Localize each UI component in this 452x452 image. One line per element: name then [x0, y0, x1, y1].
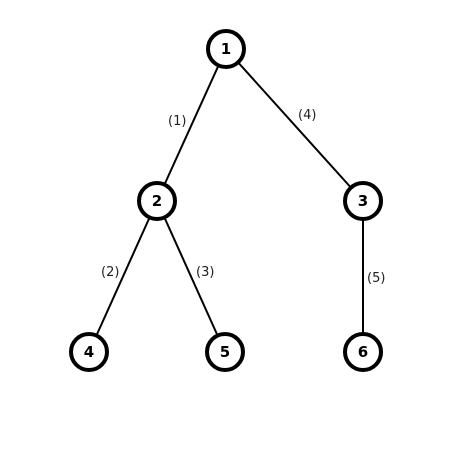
edge-label-5: (5) [367, 271, 385, 286]
node-5-label: 5 [220, 343, 230, 361]
node-4-circle [69, 332, 109, 372]
node-3-circle [343, 181, 383, 221]
edge-2-5 [156, 200, 226, 353]
node-1-label: 1 [221, 40, 231, 58]
node-6-label: 6 [358, 343, 368, 361]
node-3-label: 3 [358, 192, 368, 210]
edge-label-2: (2) [101, 265, 119, 280]
node-6: 6 [343, 332, 383, 372]
node-4: 4 [69, 332, 109, 372]
node-5-circle [205, 332, 245, 372]
nodes: 1 2 3 4 5 6 [69, 29, 383, 372]
node-4-label: 4 [84, 343, 94, 361]
edge-2-4 [88, 200, 158, 353]
edges [88, 48, 364, 353]
edge-labels: (1) (2) (3) (4) (5) [101, 108, 385, 286]
node-3: 3 [343, 181, 383, 221]
edge-label-1: (1) [168, 114, 186, 129]
edge-1-2 [156, 48, 227, 202]
node-2-label: 2 [152, 192, 162, 210]
node-5: 5 [205, 332, 245, 372]
node-2: 2 [137, 181, 177, 221]
node-2-circle [137, 181, 177, 221]
node-1: 1 [206, 29, 246, 69]
node-6-circle [343, 332, 383, 372]
edge-label-4: (4) [298, 108, 316, 123]
edge-label-3: (3) [196, 265, 214, 280]
edge-1-3 [225, 48, 364, 202]
node-1-circle [206, 29, 246, 69]
